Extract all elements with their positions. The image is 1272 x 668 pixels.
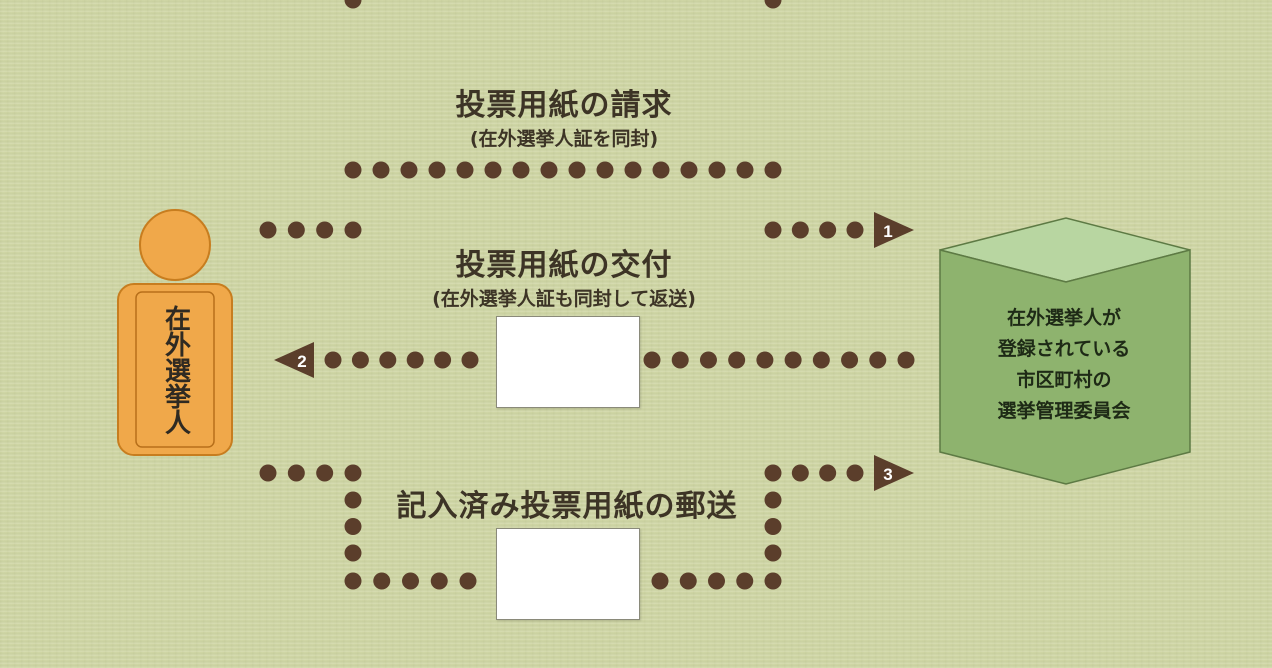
route-3-dot (344, 464, 362, 482)
route-3-dot (344, 544, 362, 562)
voter-head (139, 209, 211, 281)
step-marker-1: 1 (874, 212, 914, 248)
route-1-dot (764, 221, 782, 239)
route-2-dot (461, 351, 479, 369)
route-1-dot (568, 161, 586, 179)
route-1-dot (484, 161, 502, 179)
committee-label-line: 在外選挙人が (1006, 307, 1121, 329)
route-1-dot (428, 161, 446, 179)
route-2-dot (897, 351, 915, 369)
route-1-dot (344, 161, 362, 179)
route-2-dot (841, 351, 859, 369)
route-3-dot (459, 572, 477, 590)
route-1-dot (764, 0, 782, 9)
route-1-dot (736, 161, 754, 179)
route-3-dot (764, 518, 782, 535)
route-3-dot (373, 572, 391, 590)
route-2-dot (671, 351, 689, 369)
route-2-dot (699, 351, 717, 369)
route-1-dot (680, 161, 698, 179)
ballot-paper-issued (496, 316, 640, 408)
route-2-dot (351, 351, 369, 369)
route-1-dot (344, 221, 362, 239)
route-3-dot (791, 464, 809, 482)
route-3-dot (287, 464, 305, 482)
voter-label: 在外選挙人 (160, 305, 191, 435)
committee-box-front (939, 249, 1191, 485)
route-1-dot (456, 161, 474, 179)
route-2-dot (812, 351, 830, 369)
route-2-dot (869, 351, 887, 369)
route-3-dot (764, 464, 782, 482)
flow-2-subtitle: (在外選挙人証も同封して返送) (432, 288, 696, 310)
route-3-dot (344, 491, 362, 509)
route-3-dot (679, 572, 697, 590)
flow-1-subtitle: (在外選挙人証を同封) (469, 128, 659, 150)
route-1-dot (764, 161, 782, 179)
route-1-dot (540, 161, 558, 179)
route-2-dot (324, 351, 342, 369)
route-1-dot (287, 221, 305, 239)
route-1-dot (400, 161, 418, 179)
flow-1-title: 投票用紙の請求 (455, 88, 673, 123)
arrow-right-icon (874, 212, 914, 248)
step-number-2: 2 (297, 352, 306, 371)
committee-box (939, 217, 1191, 485)
route-3-dot (736, 572, 754, 590)
voter-label-frame (135, 291, 215, 448)
route-1-dot (708, 161, 726, 179)
route-3-dot (708, 572, 725, 590)
route-1-dot (372, 161, 390, 179)
committee-label-line: 選挙管理委員会 (997, 400, 1131, 422)
step-marker-2: 2 (274, 342, 314, 378)
route-2-dot (728, 351, 746, 369)
route-1-dot (846, 221, 864, 239)
route-2-dot (434, 351, 452, 369)
step-marker-3: 3 (874, 455, 914, 491)
voter-body (117, 283, 233, 456)
route-3-dot (344, 572, 362, 590)
route-3-dot (819, 464, 837, 482)
route-3-dot (402, 572, 419, 590)
route-3-dot (764, 491, 782, 509)
route-3-dot (430, 572, 448, 590)
route-1-dot (791, 221, 809, 239)
voter-figure (117, 209, 233, 456)
step-number-1: 1 (883, 222, 892, 241)
route-1-dot (316, 221, 334, 239)
route-3-dot (316, 464, 334, 482)
committee-label-line: 市区町村の (1016, 369, 1112, 391)
route-2-dot (784, 351, 802, 369)
route-2-dot (379, 351, 397, 369)
route-2-dot (756, 351, 774, 369)
route-3-dot (259, 464, 277, 482)
route-1-dot (652, 161, 670, 179)
committee-label-line: 登録されている (997, 338, 1131, 360)
flow-3-title: 記入済み投票用紙の郵送 (396, 489, 738, 524)
route-3-dot (344, 518, 362, 535)
route-3-dot (651, 572, 669, 590)
committee-label: 在外選挙人が 登録されている 市区町村の 選挙管理委員会 (950, 303, 1178, 427)
route-1-dot (596, 161, 614, 179)
route-3-dot (846, 464, 864, 482)
dotted-paths (259, 0, 915, 590)
route-2-dot (406, 351, 424, 369)
route-3-dot (764, 572, 782, 590)
route-1-dot (344, 0, 362, 9)
step-number-3: 3 (883, 465, 892, 484)
arrow-left-icon (274, 342, 314, 378)
route-2-dot (643, 351, 661, 369)
route-1-dot (512, 161, 530, 179)
route-1-dot (819, 221, 837, 239)
arrow-right-icon (874, 455, 914, 491)
ballot-paper-mailed (496, 528, 640, 620)
route-3-dot (764, 544, 782, 562)
flow-2-title: 投票用紙の交付 (455, 248, 673, 283)
route-1-dot (624, 161, 642, 179)
route-1-dot (259, 221, 277, 239)
